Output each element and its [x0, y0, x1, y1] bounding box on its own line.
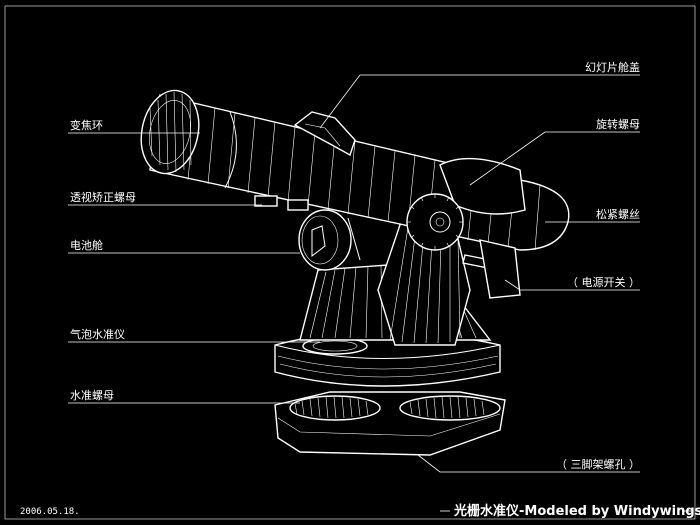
- label-rotate-nut: 旋转螺母: [596, 117, 640, 131]
- battery-bay-cover: [298, 209, 361, 271]
- rotate-nut: [406, 193, 464, 251]
- label-bubble-level: 气泡水准仪: [70, 327, 125, 341]
- perspective-nut: [254, 195, 309, 211]
- label-battery-bay: 电池舱: [70, 238, 103, 252]
- label-perspective-nut: 透视矫正螺母: [70, 190, 136, 204]
- drawing-date: 2006.05.18.: [20, 507, 80, 517]
- label-zoom-ring: 变焦环: [70, 118, 103, 132]
- drawing-frame: [4, 5, 696, 520]
- drawing-title: 光栅水准仪-Modeled by Windywings.: [453, 503, 700, 519]
- telescope-tube: [140, 89, 570, 251]
- label-lock-screw: 松紧螺丝: [596, 207, 640, 221]
- label-level-nut: 水准螺母: [70, 389, 114, 402]
- label-power-switch: （ 电源开关 ）: [567, 275, 640, 289]
- label-slide-cover: 幻灯片舱盖: [585, 60, 640, 74]
- power-switch: [462, 239, 521, 299]
- label-tripod-hole: （ 三脚架螺孔 ）: [556, 457, 640, 471]
- leader-lines: [68, 74, 640, 473]
